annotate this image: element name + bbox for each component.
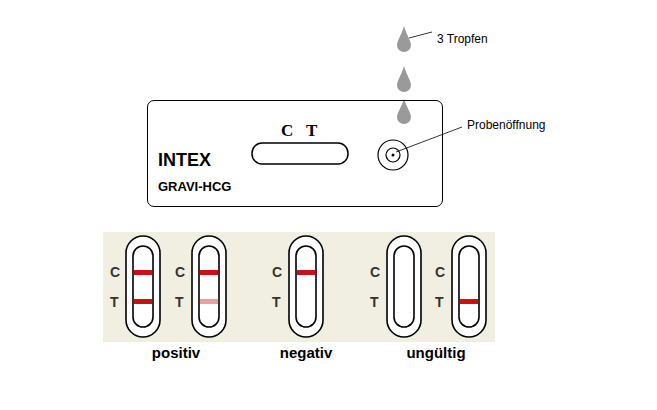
- test-strip: [452, 236, 486, 337]
- strip-window: [296, 246, 316, 327]
- product-name: GRAVI-HCG: [158, 180, 231, 193]
- drops-label: 3 Tropfen: [437, 33, 488, 45]
- test-letter: T: [272, 295, 281, 309]
- control-letter: C: [175, 265, 185, 279]
- control-line: [297, 270, 315, 275]
- result-label: negativ: [280, 345, 333, 360]
- control-letter: C: [281, 122, 293, 139]
- test-strip: [289, 236, 323, 337]
- sample-well: [378, 140, 408, 170]
- test-cassette: CT INTEX GRAVI-HCG: [147, 100, 443, 207]
- strips: [126, 236, 486, 337]
- result-label: ungültig: [406, 345, 465, 360]
- test-strip: [387, 236, 421, 337]
- leader-line: [409, 32, 432, 38]
- control-line: [200, 270, 218, 275]
- test-letter: T: [435, 295, 444, 309]
- strip-window: [199, 246, 219, 327]
- sample-well-inner: [386, 148, 400, 162]
- drops: [397, 26, 411, 124]
- strip-window: [459, 246, 479, 327]
- test-line: [200, 299, 218, 304]
- control-letter: C: [370, 265, 380, 279]
- test-letter: T: [306, 122, 317, 139]
- result-window: [252, 143, 348, 164]
- test-strip: [192, 236, 226, 337]
- test-line: [134, 299, 152, 304]
- result-label: positiv: [152, 345, 200, 360]
- test-strip: [126, 236, 160, 337]
- result-panel: [103, 232, 495, 342]
- control-letter: C: [110, 265, 120, 279]
- control-letter: C: [272, 265, 282, 279]
- brand-name: INTEX: [158, 151, 211, 169]
- sample-well-dot: [392, 154, 395, 157]
- leader-line: [396, 127, 462, 152]
- test-line: [460, 299, 478, 304]
- strip-window: [394, 246, 414, 327]
- strip-window: [133, 246, 153, 327]
- control-letter: C: [435, 265, 445, 279]
- test-letter: T: [370, 295, 379, 309]
- test-letter: T: [175, 295, 184, 309]
- callout-label: Probenöffnung: [467, 119, 546, 131]
- test-letter: T: [110, 295, 119, 309]
- control-line: [134, 270, 152, 275]
